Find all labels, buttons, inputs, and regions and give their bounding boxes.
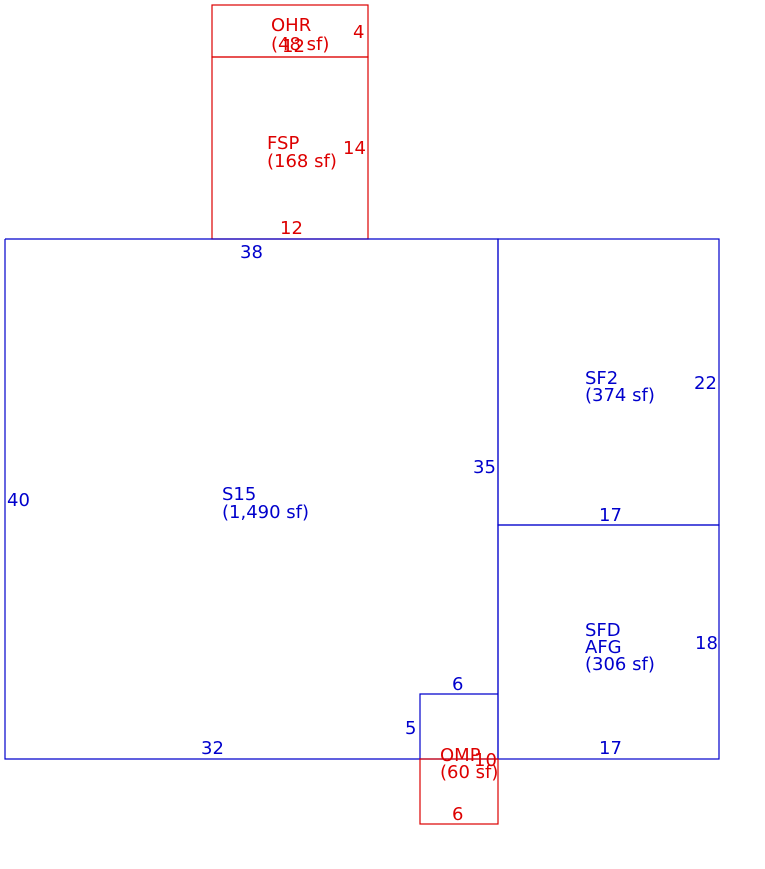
fsp-code: FSP <box>267 133 299 154</box>
omp-side-right: 10 <box>474 750 497 771</box>
sfd-side-right: 18 <box>695 633 718 654</box>
ohr-side-bottom: 12 <box>282 36 305 57</box>
fsp-side-right: 14 <box>343 138 366 159</box>
sf2-side-right: 22 <box>694 373 717 394</box>
sfd-code2: AFG <box>585 637 622 658</box>
omp-area: (60 sf) <box>440 762 498 783</box>
s15-side-left: 40 <box>7 490 30 511</box>
omp-outline <box>419 758 499 825</box>
s15-side-right: 35 <box>473 457 496 478</box>
s15-code: S15 <box>222 484 256 505</box>
ohr-side-right: 4 <box>353 22 364 43</box>
sf2-area: (374 sf) <box>585 385 655 406</box>
notch-side-top: 6 <box>452 674 463 695</box>
fsp-side-bottom: 12 <box>280 218 303 239</box>
sfd-code: SFD <box>585 620 621 641</box>
ohr-area: (48 sf) <box>271 34 329 55</box>
omp-side-bottom: 6 <box>452 804 463 825</box>
notch-side-left: 5 <box>405 718 416 739</box>
fsp-area: (168 sf) <box>267 151 337 172</box>
s15-side-bottom: 32 <box>201 738 224 759</box>
sf2-code: SF2 <box>585 368 618 389</box>
s15-side-top: 38 <box>240 242 263 263</box>
notch-outline <box>419 693 498 759</box>
ohr-code: OHR <box>271 15 311 36</box>
s15-area: (1,490 sf) <box>222 502 309 523</box>
sfd-area: (306 sf) <box>585 654 655 675</box>
sfd-side-bottom: 17 <box>599 738 622 759</box>
sfd-outline <box>497 524 720 760</box>
sf2-side-bottom: 17 <box>599 505 622 526</box>
omp-code: OMP <box>440 745 481 766</box>
